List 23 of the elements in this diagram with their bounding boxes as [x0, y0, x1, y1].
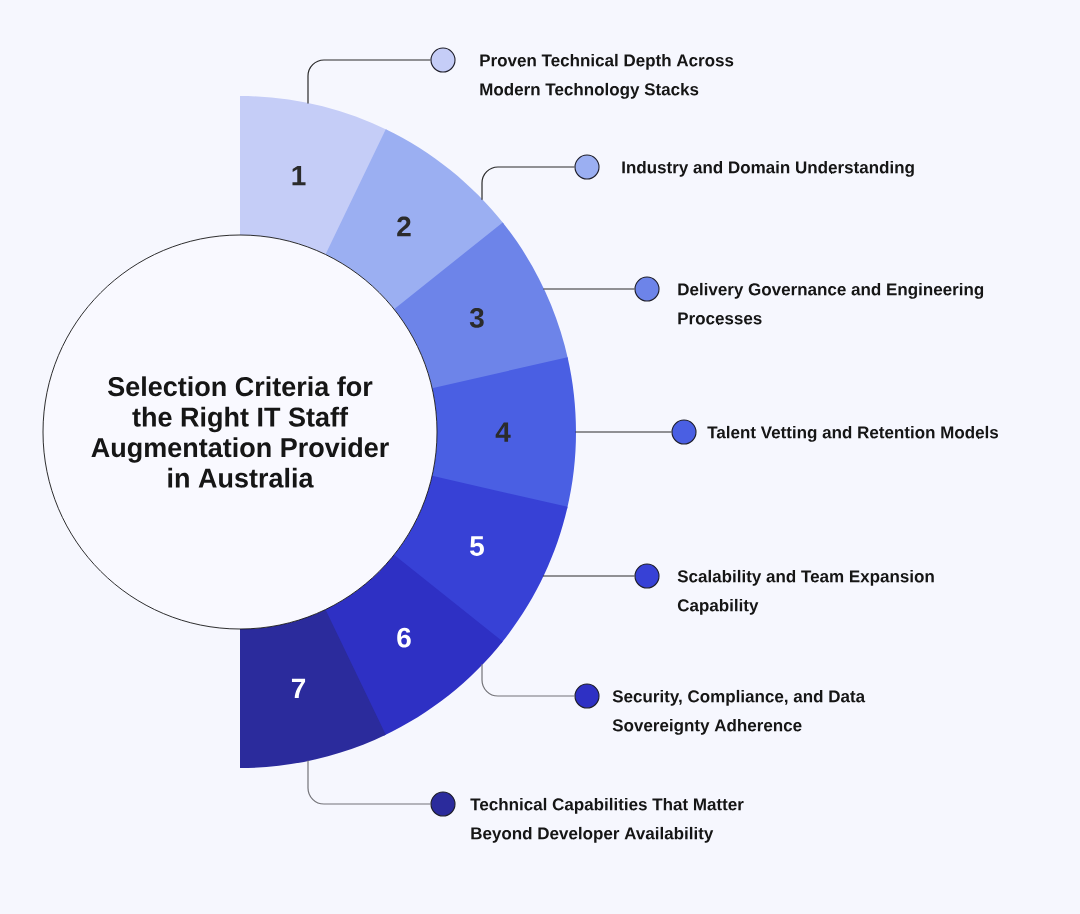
ring-segment: 4 [431, 357, 576, 510]
criterion-label: Scalability and Team Expansion Capability [677, 569, 934, 615]
criterion-label: Technical Capabilities That Matter Beyond Developer Availability [470, 797, 744, 843]
marker-dot [430, 791, 456, 817]
marker-dot [574, 683, 600, 709]
connector-line [542, 288, 636, 290]
criterion-label: Talent Vetting and Retention Models [707, 425, 999, 442]
connector-line [307, 59, 432, 105]
marker-dot [430, 47, 456, 73]
connector-line [542, 575, 636, 577]
connector-line [481, 663, 576, 697]
marker-dot [671, 419, 697, 445]
ring-segment: 1 [240, 96, 388, 256]
criterion-label: Industry and Domain Understanding [622, 160, 914, 177]
connector-line [307, 759, 432, 805]
connector-line [574, 431, 673, 433]
marker-dot [574, 154, 600, 180]
ring-segment: 7 [240, 609, 386, 769]
criterion-label: Proven Technical Depth Across Modern Technology Stacks [480, 53, 734, 99]
criterion-label: Delivery Governance and Engineering Processes [678, 282, 984, 325]
criterion-label: Security, Compliance, and Data Sovereignty Adherence [612, 689, 866, 735]
marker-dot [634, 276, 660, 302]
marker-dot [634, 563, 660, 589]
